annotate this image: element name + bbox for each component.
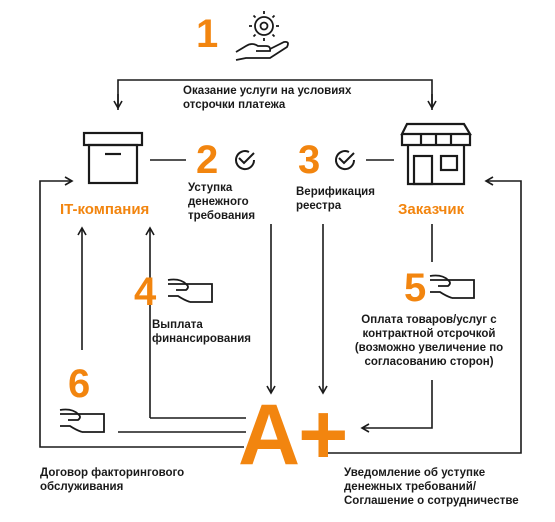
hand-money-icon (59, 274, 475, 433)
step-4-text: Выплата финансирования (152, 319, 251, 345)
it-company-label: IT-компания (60, 201, 150, 218)
store-icon (400, 122, 472, 186)
to-factor-arrows (266, 224, 328, 395)
step-1-number: 1 (196, 12, 219, 56)
box-icon (82, 131, 144, 185)
left-outer-loop (39, 176, 246, 448)
step-6-number: 6 (68, 362, 91, 406)
step-2-number: 2 (196, 138, 219, 182)
step-5-text: Оплата товаров/услуг с контрактной отсро… (354, 314, 504, 368)
factor-logo: A+ (238, 387, 348, 483)
customer-label: Заказчик (398, 201, 465, 218)
step-1-text: Оказание услуги на условиях отсрочки пла… (183, 85, 352, 111)
step-5-number: 5 (404, 266, 427, 310)
check-circle-icon (235, 150, 356, 171)
step-4-number: 4 (134, 270, 157, 314)
step-2-text: Уступка денежного требования (188, 182, 256, 222)
top-connector (113, 79, 437, 110)
right-outer-loop (322, 176, 522, 454)
contract-note: Договор факторингового обслуживания (40, 467, 185, 493)
gear-hand-icon (235, 11, 289, 61)
step-3-number: 3 (298, 138, 321, 182)
notice-note: Уведомление об уступке денежных требован… (344, 467, 519, 507)
step-3-text: Верификация реестра (296, 186, 375, 212)
